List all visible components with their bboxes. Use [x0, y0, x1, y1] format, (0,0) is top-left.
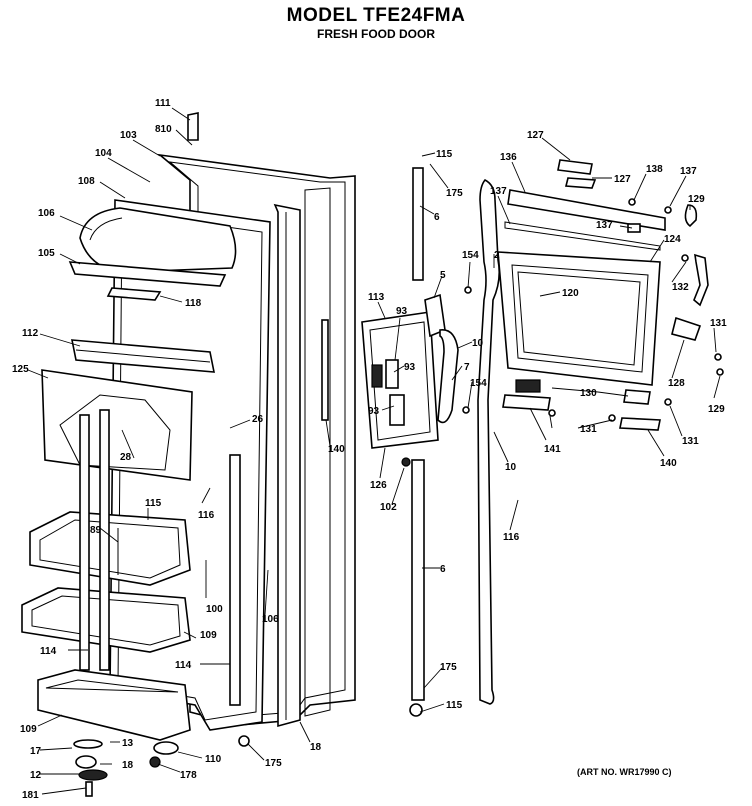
callout-154-lower: 154	[470, 378, 487, 389]
callout-17: 17	[30, 746, 42, 757]
door-bin-lower	[37, 669, 191, 741]
callout-7: 7	[464, 362, 470, 373]
callout-141: 141	[544, 444, 561, 455]
callout-137-left: 137	[490, 186, 507, 197]
callout-132: 132	[672, 282, 689, 293]
callout-129-bottom: 129	[708, 404, 725, 415]
callout-116-left: 116	[198, 510, 215, 521]
callout-114-left: 114	[40, 646, 57, 657]
callout-140-left: 140	[328, 444, 345, 455]
callout-115-left: 115	[145, 498, 162, 509]
leader-lines	[27, 107, 721, 795]
handle-assembly	[361, 167, 472, 717]
callout-130: 130	[580, 388, 597, 399]
callout-175-top: 175	[446, 188, 463, 199]
callout-104: 104	[95, 148, 112, 159]
callout-106-upper: 106	[38, 208, 55, 219]
callout-26: 26	[252, 414, 264, 425]
dairy-door-106	[79, 207, 237, 273]
callout-129-top: 129	[688, 194, 705, 205]
callout-126: 126	[370, 480, 387, 491]
part-118	[106, 287, 162, 301]
door-bin-upper	[29, 511, 191, 586]
callout-140-right: 140	[660, 458, 677, 469]
callout-10-upper: 10	[472, 338, 484, 349]
callout-127-mid: 127	[614, 174, 631, 185]
callout-110: 110	[205, 754, 222, 765]
callout-131-center: 131	[580, 424, 597, 435]
callout-109-middle: 109	[200, 630, 217, 641]
callout-103: 103	[120, 130, 137, 141]
callout-108: 108	[78, 176, 95, 187]
callout-13: 13	[122, 738, 134, 749]
callout-131-right: 131	[710, 318, 727, 329]
callout-118: 118	[185, 298, 202, 309]
callout-124: 124	[664, 234, 681, 245]
callout-136: 136	[500, 152, 517, 163]
callout-105: 105	[38, 248, 55, 259]
callout-128: 128	[668, 378, 685, 389]
callout-18-left: 18	[122, 760, 134, 771]
callout-109-lower: 109	[20, 724, 37, 735]
callout-137-right: 137	[680, 166, 697, 177]
callout-137-center: 137	[596, 220, 613, 231]
frame-panel-124	[497, 251, 661, 386]
callout-178: 178	[180, 770, 197, 781]
diagram-title: MODEL TFE24FMA	[286, 5, 466, 26]
callout-18-center: 18	[310, 742, 322, 753]
handle-strip-140	[321, 319, 329, 421]
callout-5: 5	[440, 270, 446, 281]
part-111	[187, 112, 199, 141]
callout-106-lower: 106	[262, 614, 279, 625]
callout-175-bottom: 175	[265, 758, 282, 769]
callout-89: 89	[90, 525, 102, 536]
callout-93-top: 93	[396, 306, 408, 317]
callout-2: 2	[494, 250, 500, 261]
callout-115-top: 115	[436, 149, 453, 160]
callout-120: 120	[562, 288, 579, 299]
callout-113: 113	[368, 292, 385, 303]
liner-side-rails	[79, 409, 241, 706]
callout-labels: 111 810 103 104 108 106 105 118 112 125 …	[12, 98, 727, 801]
shelf-105	[68, 261, 227, 287]
callout-138: 138	[646, 164, 663, 175]
callout-12: 12	[30, 770, 42, 781]
callout-111: 111	[155, 98, 171, 109]
callout-93-lower: 93	[368, 406, 380, 417]
callout-28: 28	[120, 452, 132, 463]
callout-114-center: 114	[175, 660, 192, 671]
callout-102: 102	[380, 502, 397, 513]
callout-127-top: 127	[527, 130, 544, 141]
callout-131-far: 131	[682, 436, 699, 447]
callout-115-bottom: 115	[446, 700, 463, 711]
callout-181: 181	[22, 790, 39, 801]
callout-810: 810	[155, 124, 172, 135]
art-number: (ART NO. WR17990 C)	[577, 767, 672, 777]
diagram-subtitle: FRESH FOOD DOOR	[316, 27, 435, 41]
callout-125: 125	[12, 364, 29, 375]
callout-93-middle: 93	[404, 362, 416, 373]
frame-hardware	[502, 204, 724, 431]
frame-top-bar	[504, 159, 672, 251]
callout-154-top: 154	[462, 250, 479, 261]
callout-116-right: 116	[503, 532, 520, 543]
callout-6-top: 6	[434, 212, 440, 223]
callout-112: 112	[22, 328, 39, 339]
callout-6-lower: 6	[440, 564, 446, 575]
gasket-strip-2	[477, 179, 500, 705]
callout-175-lower: 175	[440, 662, 457, 673]
callout-100: 100	[206, 604, 223, 615]
hinge-hardware	[73, 735, 250, 797]
callout-10-lower: 10	[505, 462, 517, 473]
